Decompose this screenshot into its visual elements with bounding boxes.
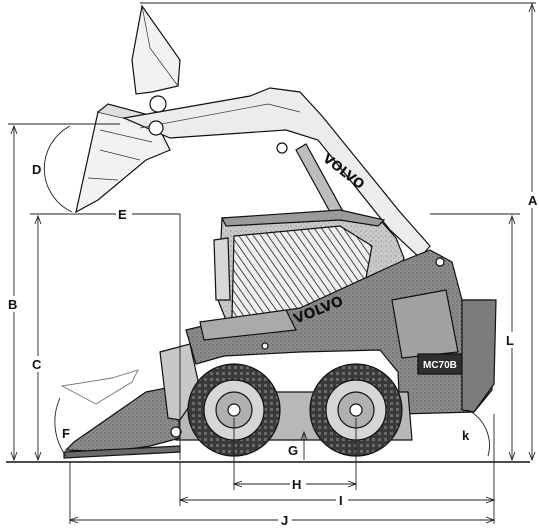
dimension-label-b: B xyxy=(8,297,17,312)
dimension-label-e: E xyxy=(118,207,127,222)
dimension-label-g: G xyxy=(288,443,298,458)
dimension-label-k: k xyxy=(462,428,470,443)
dimension-label-a: A xyxy=(528,193,538,208)
dimension-label-h: H xyxy=(292,477,301,492)
lowered-bucket xyxy=(60,343,201,459)
dimension-label-j: J xyxy=(281,513,288,528)
dimension-labels: A B C D E F G H I J k L xyxy=(6,162,539,528)
dimension-label-f: F xyxy=(62,426,70,441)
dimension-label-c: C xyxy=(32,357,42,372)
dimension-label-l: L xyxy=(506,333,514,348)
front-wheel xyxy=(187,363,281,457)
dimension-label-d: D xyxy=(32,162,41,177)
model-plate-label: MC70B xyxy=(423,360,457,371)
dimension-label-i: I xyxy=(339,493,343,508)
